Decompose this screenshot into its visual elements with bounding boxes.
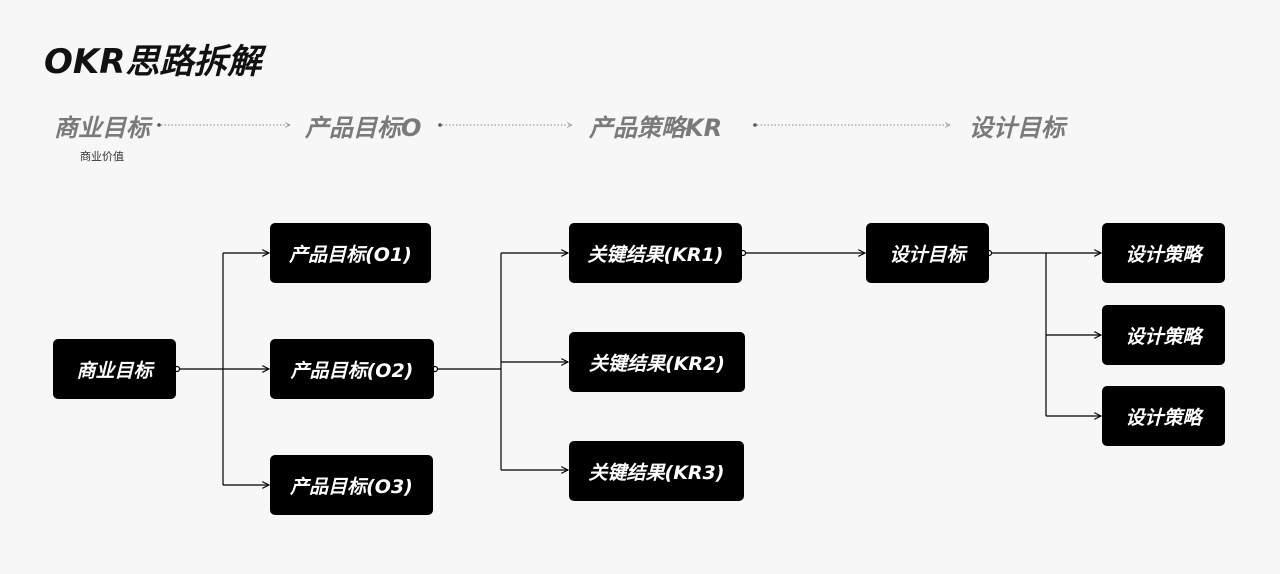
- node-design-strategy-3: 设计策略: [1102, 386, 1225, 446]
- node-key-result-kr1: 关键结果(KR1): [569, 223, 742, 283]
- stage-dotted-arrows: [157, 123, 950, 127]
- node-business-goal: 商业目标: [53, 339, 176, 399]
- edges-business-to-objectives: [173, 253, 270, 485]
- edges-objective-to-key-results: [431, 253, 569, 470]
- stage-design-goal: 设计目标: [969, 114, 1065, 142]
- stage-product-strategy: 产品策略KR: [589, 114, 723, 142]
- node-key-result-kr3: 关键结果(KR3): [569, 441, 744, 501]
- node-product-objective-o3: 产品目标(O3): [270, 455, 433, 515]
- node-product-objective-o2: 产品目标(O2): [270, 339, 434, 399]
- stage-product-goal: 产品目标O: [305, 114, 422, 142]
- page-title: OKR思路拆解: [44, 42, 262, 82]
- node-design-goal: 设计目标: [866, 223, 989, 283]
- stage-business-goal: 商业目标: [54, 114, 150, 142]
- node-product-objective-o1: 产品目标(O1): [270, 223, 431, 283]
- node-key-result-kr2: 关键结果(KR2): [569, 332, 745, 392]
- edge-key-result-to-design-goal: [739, 251, 866, 256]
- edges-design-goal-to-strategies: [985, 251, 1102, 417]
- node-design-strategy-2: 设计策略: [1102, 305, 1225, 365]
- stage-business-subtitle: 商业价值: [80, 150, 124, 163]
- node-design-strategy-1: 设计策略: [1102, 223, 1225, 283]
